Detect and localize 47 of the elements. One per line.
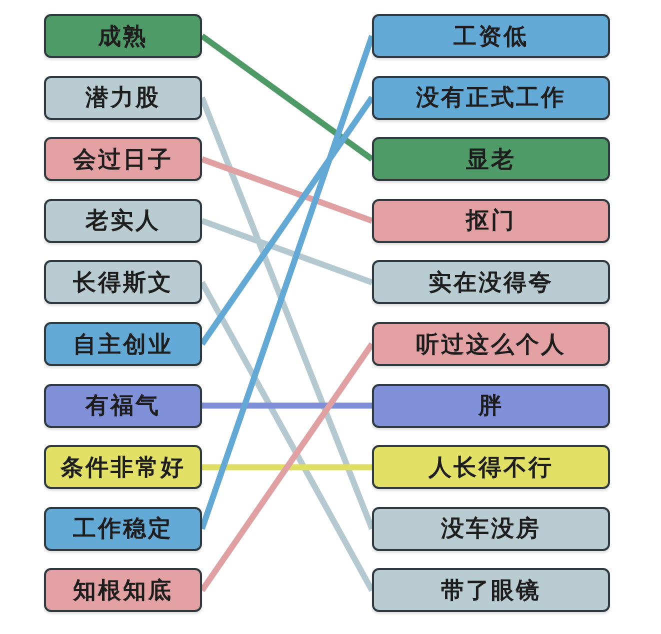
- answer-card: [44, 568, 202, 612]
- answer-card: [372, 568, 610, 612]
- answer-card: [372, 260, 610, 304]
- connector-line: [202, 464, 372, 470]
- connector-line: [200, 34, 374, 162]
- card-text: 听过这么个人: [416, 330, 566, 360]
- card-text: 没有正式工作: [416, 84, 566, 114]
- card-text: 工资低: [454, 22, 528, 52]
- card-text: 显老: [466, 146, 516, 175]
- connector-line: [202, 402, 372, 409]
- answer-card: [44, 506, 202, 551]
- answer-card: [372, 445, 610, 490]
- connector-line: [200, 342, 374, 592]
- card-text: 没车没房: [441, 515, 541, 544]
- card-text: 条件非常好: [60, 454, 186, 483]
- answer-card: [372, 14, 610, 58]
- answer-card: [44, 137, 202, 182]
- answer-card: [44, 445, 202, 490]
- card-text: 胖: [478, 392, 504, 422]
- card-text: 实在没得夸: [428, 268, 554, 298]
- card-text: 工作稳定: [73, 515, 173, 544]
- answer-card: [372, 384, 610, 428]
- connector-line: [200, 218, 374, 286]
- answer-card: [372, 137, 610, 182]
- answer-card: [44, 198, 202, 243]
- card-text: 抠门: [466, 207, 516, 236]
- card-text: 带了眼镜: [441, 576, 541, 606]
- connector-line: [200, 156, 374, 224]
- connector-line: [200, 96, 374, 346]
- answer-card: [44, 384, 202, 428]
- card-text: 成熟: [98, 22, 148, 52]
- card-text: 会过日子: [73, 146, 173, 175]
- answer-card: [372, 76, 610, 120]
- card-text: 长得斯文: [73, 268, 173, 298]
- card-text: 知根知底: [73, 576, 173, 606]
- card-text: 老实人: [86, 207, 160, 236]
- answer-card: [44, 76, 202, 120]
- answer-card: [44, 260, 202, 304]
- card-text: 自主创业: [73, 330, 173, 360]
- answer-card: [372, 506, 610, 551]
- answer-card: [372, 322, 610, 366]
- answer-card: [44, 322, 202, 366]
- card-text: 人长得不行: [428, 454, 554, 483]
- answer-card: [44, 14, 202, 58]
- card-text: 有福气: [86, 392, 160, 422]
- card-text: 潜力股: [86, 84, 160, 114]
- answer-card: [372, 198, 610, 243]
